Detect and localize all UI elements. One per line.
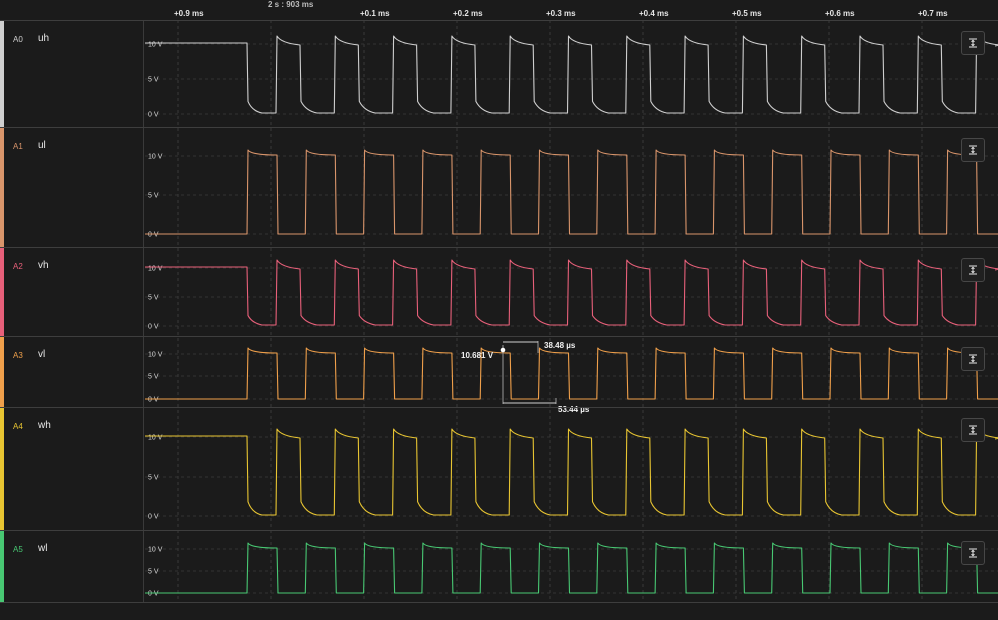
channel-header[interactable]: A0 uh <box>0 21 144 127</box>
vertical-fit-icon <box>969 265 977 275</box>
voltage-level-label: 5 V <box>148 193 159 200</box>
tick-label: +0.2 ms <box>453 9 483 18</box>
voltage-level-label: 5 V <box>148 475 159 482</box>
voltage-level-label: 5 V <box>148 569 159 576</box>
vertical-fit-button[interactable] <box>961 31 985 55</box>
channel-header[interactable]: A2 vh <box>0 248 144 336</box>
channel-header[interactable]: A5 wl <box>0 531 144 602</box>
timeline-anchor: 2 s : 903 ms <box>268 0 314 9</box>
tick-label: +0.7 ms <box>918 9 948 18</box>
channel-color-bar <box>0 248 4 336</box>
channel-id: A0 <box>13 35 23 44</box>
channel-id: A5 <box>13 545 23 554</box>
channel-row-vh[interactable]: A2 vh <box>0 247 998 336</box>
voltage-level-label: 0 V <box>148 112 159 119</box>
channel-header[interactable]: A3 vl <box>0 337 144 407</box>
bottom-spacer <box>0 602 998 620</box>
voltage-level-label: 5 V <box>148 295 159 302</box>
channel-id: A4 <box>13 422 23 431</box>
channel-color-bar <box>0 128 4 247</box>
channel-id: A1 <box>13 142 23 151</box>
tick-label: +0.3 ms <box>546 9 576 18</box>
channel-row-ul[interactable]: A1 ul <box>0 127 998 247</box>
vertical-fit-icon <box>969 354 977 364</box>
voltage-level-label: 0 V <box>148 591 159 598</box>
tick-label: +0.1 ms <box>360 9 390 18</box>
vertical-fit-icon <box>969 548 977 558</box>
channel-header[interactable]: A1 ul <box>0 128 144 247</box>
channel-color-bar <box>0 531 4 602</box>
channel-color-bar <box>0 337 4 407</box>
measurement-voltage-label: 10.681 V <box>461 351 494 360</box>
channel-name[interactable]: wl <box>38 543 48 554</box>
channel-row-vl[interactable]: A3 vl <box>0 336 998 407</box>
waveform-trace-uh[interactable] <box>145 35 998 114</box>
voltage-level-label: 10 V <box>148 435 163 442</box>
channel-name[interactable]: uh <box>38 33 50 44</box>
channel-id: A2 <box>13 262 23 271</box>
waveform-trace-wh[interactable] <box>145 428 998 516</box>
channel-row-uh[interactable]: A0 uh <box>0 20 998 127</box>
waveform-trace-vl[interactable] <box>145 347 998 400</box>
waveform-trace-vh[interactable] <box>145 259 998 326</box>
vertical-fit-button[interactable] <box>961 258 985 282</box>
channel-header[interactable]: A4 wh <box>0 408 144 530</box>
channel-name[interactable]: vl <box>38 349 46 360</box>
channel-name[interactable]: ul <box>38 140 46 151</box>
channel-color-bar <box>0 408 4 530</box>
voltage-level-label: 10 V <box>148 547 163 554</box>
voltage-level-label: 10 V <box>148 42 163 49</box>
tick-label: +0.4 ms <box>639 9 669 18</box>
vertical-fit-button[interactable] <box>961 541 985 565</box>
vertical-fit-icon <box>969 38 977 48</box>
channel-name[interactable]: vh <box>38 260 49 271</box>
measurement-marker <box>500 347 506 353</box>
voltage-level-label: 10 V <box>148 352 163 359</box>
voltage-level-label: 0 V <box>148 514 159 521</box>
waveform-trace-wl[interactable] <box>145 542 998 594</box>
tick-label: +0.6 ms <box>825 9 855 18</box>
vertical-fit-button[interactable] <box>961 138 985 162</box>
vertical-fit-button[interactable] <box>961 418 985 442</box>
timeline-ruler[interactable]: 2 s : 903 ms +0.9 ms +0.1 ms +0.2 ms +0.… <box>0 0 998 20</box>
vertical-fit-icon <box>969 425 977 435</box>
channel-row-wl[interactable]: A5 wl <box>0 530 998 602</box>
voltage-level-label: 10 V <box>148 266 163 273</box>
channel-id: A3 <box>13 351 23 360</box>
voltage-level-label: 5 V <box>148 374 159 381</box>
channel-row-wh[interactable]: A4 wh <box>0 407 998 530</box>
tick-label: +0.9 ms <box>174 9 204 18</box>
measurement-pulse-width-label: 38.48 µs <box>544 341 576 350</box>
tick-label: +0.5 ms <box>732 9 762 18</box>
channel-name[interactable]: wh <box>38 420 51 431</box>
voltage-level-label: 0 V <box>148 232 159 239</box>
measurement-period-label: 53.44 µs <box>558 405 590 414</box>
vertical-fit-icon <box>969 145 977 155</box>
voltage-level-label: 5 V <box>148 77 159 84</box>
voltage-level-label: 0 V <box>148 397 159 404</box>
voltage-level-label: 10 V <box>148 154 163 161</box>
vertical-fit-button[interactable] <box>961 347 985 371</box>
voltage-level-label: 0 V <box>148 324 159 331</box>
waveform-trace-ul[interactable] <box>145 149 998 235</box>
channel-color-bar <box>0 21 4 127</box>
